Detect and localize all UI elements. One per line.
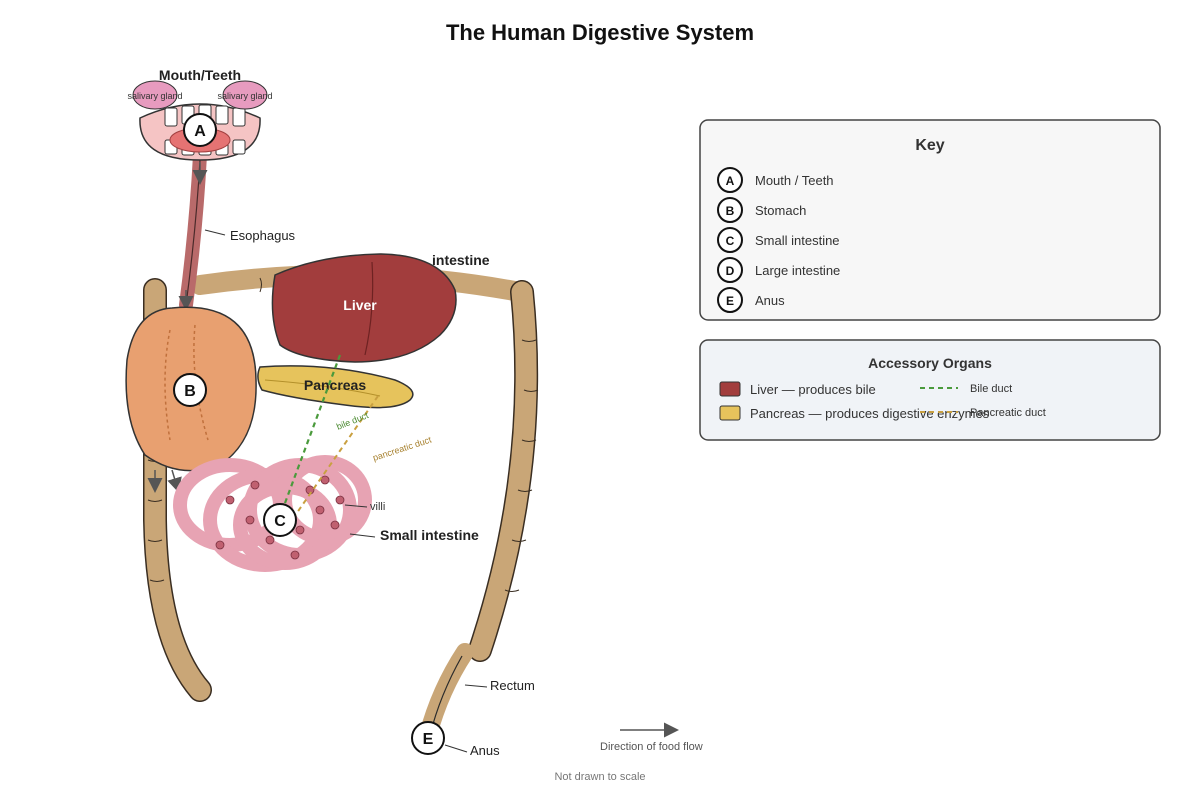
flow-label: Direction of food flow <box>600 741 703 753</box>
bile-duct-line <box>273 354 342 531</box>
key-item-e: E Anus <box>717 287 785 313</box>
pancreatic-duct-line <box>284 395 379 531</box>
bile-duct-label: bile duct <box>335 410 370 432</box>
teeth-upper <box>164 104 246 127</box>
liver: Liver <box>271 253 457 363</box>
salivary-gland-left-label: salivary gland <box>127 91 182 101</box>
svg-text:Anus: Anus <box>755 293 785 308</box>
key-item-b: B Stomach <box>717 197 806 223</box>
accessory-pancreas-label: Pancreas — produces digestive enzymes <box>750 406 990 421</box>
marker-e: E <box>411 721 445 755</box>
svg-text:A: A <box>194 123 206 140</box>
esophagus-label: Esophagus <box>230 228 296 243</box>
svg-text:D: D <box>726 264 735 278</box>
svg-text:Small intestine: Small intestine <box>755 233 840 248</box>
marker-a: A <box>183 113 217 147</box>
villi <box>215 475 345 560</box>
accessory-panel: Accessory Organs Liver — produces bile P… <box>699 339 1161 441</box>
pancreas-label: Pancreas <box>304 377 366 393</box>
accessory-liver-label: Liver — produces bile <box>750 382 876 397</box>
svg-text:C: C <box>726 234 735 248</box>
key-panel: Key A Mouth / Teeth B Stomach C Small in… <box>699 119 1161 321</box>
key-title: Key <box>915 137 944 154</box>
key-item-a: A Mouth / Teeth <box>717 167 834 193</box>
svg-text:A: A <box>726 174 735 188</box>
accessory-bile-duct-label: Bile duct <box>970 383 1012 395</box>
salivary-gland-left <box>132 80 178 110</box>
page-title: The Human Digestive System <box>446 20 754 45</box>
small-intestine-label: Small intestine <box>380 527 479 543</box>
liver-label: Liver <box>343 297 377 313</box>
salivary-gland-right-label: salivary gland <box>217 91 272 101</box>
svg-text:Mouth / Teeth: Mouth / Teeth <box>755 173 834 188</box>
anus-label: Anus <box>470 743 500 758</box>
villi-label: villi <box>370 501 385 513</box>
svg-text:E: E <box>726 294 734 308</box>
rectum-label: Rectum <box>490 678 535 693</box>
mouth-label: Mouth/Teeth <box>159 67 241 83</box>
large-intestine-label: intestine <box>432 252 490 268</box>
svg-text:C: C <box>274 513 286 530</box>
footnote: Not drawn to scale <box>554 771 645 783</box>
svg-text:B: B <box>184 383 196 400</box>
marker-b: B <box>173 373 207 407</box>
svg-text:Large intestine: Large intestine <box>755 263 840 278</box>
accessory-title: Accessory Organs <box>868 355 992 371</box>
pancreas: Pancreas <box>257 365 414 409</box>
key-item-d: D Large intestine <box>717 257 840 283</box>
pancreas-swatch <box>719 405 741 421</box>
pancreatic-duct-label: pancreatic duct <box>372 434 434 463</box>
svg-text:E: E <box>423 731 434 748</box>
svg-text:B: B <box>726 204 735 218</box>
svg-text:Stomach: Stomach <box>755 203 806 218</box>
marker-c: C <box>263 503 297 537</box>
accessory-pancreatic-duct-label: Pancreatic duct <box>970 407 1046 419</box>
salivary-gland-right <box>222 80 268 110</box>
key-item-c: C Small intestine <box>717 227 840 253</box>
liver-swatch <box>719 381 741 397</box>
